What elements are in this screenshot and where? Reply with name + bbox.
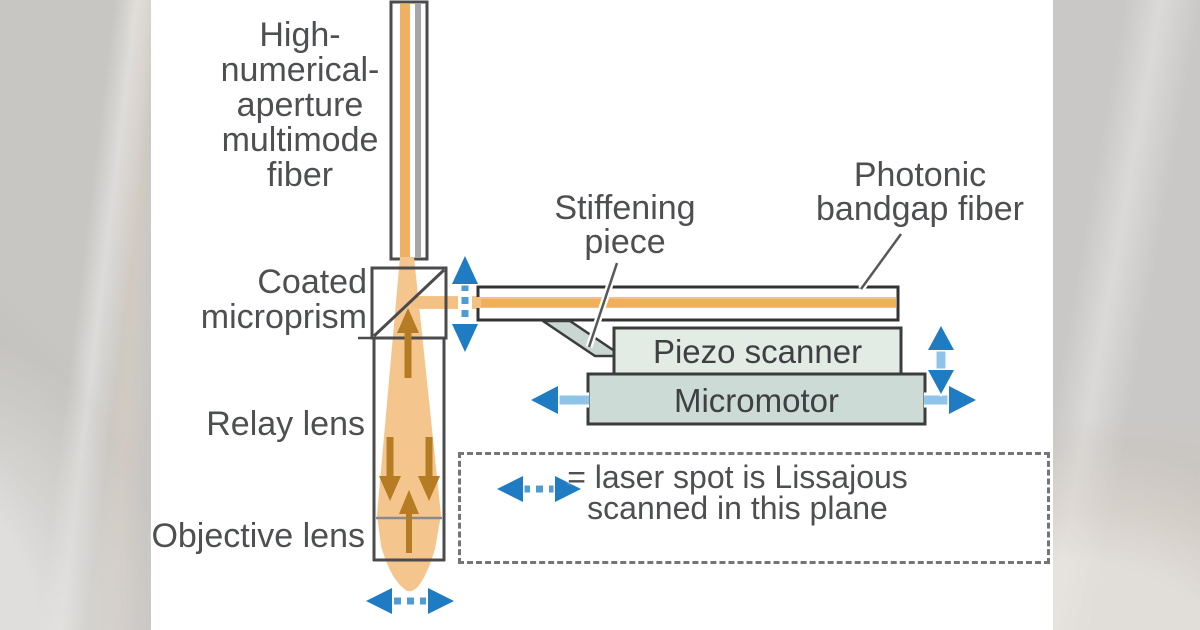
label-line: aperture [236,86,364,124]
label-line: numerical- [220,51,380,89]
label-piezo-scanner: Piezo scanner [652,333,863,370]
beam-direction-arrows [379,308,440,553]
label-line: piece [584,223,666,261]
label-line: Coated [257,263,367,301]
leader-lines [585,231,904,349]
right-marble-panel [1053,0,1200,630]
lens-barrel-graphic [372,338,446,562]
photonic-bandgap-fiber-graphic [412,285,900,322]
multimode-fiber-graphic [389,0,429,261]
legend-box [458,452,1050,564]
label-line: microprism [200,298,367,336]
label-photonic-bandgap-fiber: Photonic bandgap fiber [795,158,1045,226]
piezo-scanner-box [612,326,903,376]
label-line: High- [259,16,341,54]
legend-line: = laser spot is Lissajous [567,459,908,495]
scan-arrow-horizontal-bottom [362,585,458,617]
label-objective-lens: Objective lens [151,517,365,555]
label-relay-lens: Relay lens [206,405,365,443]
legend-text: = laser spot is Lissajous scanned in thi… [555,459,920,526]
micromotor-arrow-left [527,383,589,417]
label-line: multimode [221,121,379,159]
micromotor-arrow-right [924,383,980,417]
label-line: fiber [266,156,334,194]
label-line: Photonic [853,156,987,194]
left-marble-panel [0,0,151,630]
scan-arrow-vertical-prism [449,252,481,356]
label-stiffening-piece: Stiffening piece [525,191,725,259]
label-line: bandgap fiber [816,190,1024,228]
label-micromotor: Micromotor [673,382,840,419]
label-multimode-fiber: High- numerical- aperture multimode fibe… [180,18,420,193]
label-line: Stiffening [554,189,696,227]
legend-arrow-icon [493,473,585,505]
stiffening-piece-graphic [538,319,627,358]
scan-arrow-vertical-right [925,322,957,398]
label-coated-microprism: Coated microprism [150,265,367,335]
legend-line: scanned in this plane [587,490,888,526]
